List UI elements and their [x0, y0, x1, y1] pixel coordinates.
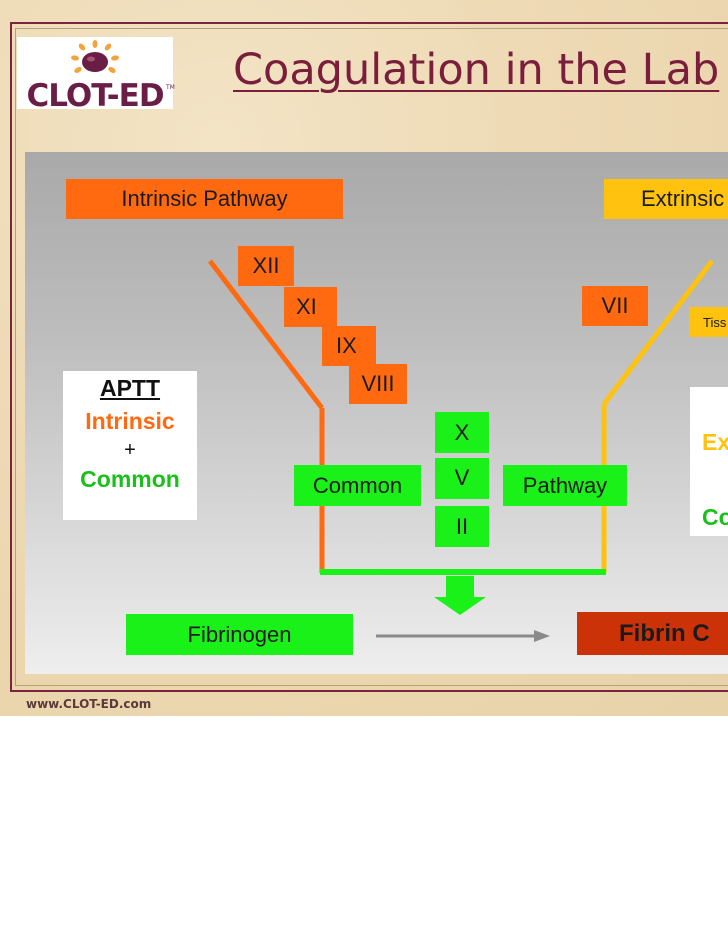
factor-viii: VIII [349, 364, 407, 404]
factor-vii: VII [582, 286, 648, 326]
fibrinogen-box: Fibrinogen [126, 614, 353, 655]
pt-box: Ex Co [690, 387, 728, 536]
intrinsic-funnel-line [208, 259, 324, 410]
factor-ii: II [435, 506, 489, 547]
footer-url: www.CLOT-ED.com [26, 697, 152, 711]
fibrin-clot-box: Fibrin C [577, 612, 728, 655]
logo-trademark: TM [166, 84, 175, 91]
aptt-intrinsic: Intrinsic [85, 408, 175, 434]
extrinsic-funnel-line [602, 259, 714, 406]
factor-x: X [435, 412, 489, 453]
slide-inner-frame [15, 28, 728, 686]
aptt-box: APTT Intrinsic + Common [63, 371, 197, 520]
logo-wordmark: CLOT-ED [26, 78, 164, 114]
common-label: Common [294, 465, 421, 506]
clot-ed-logo: CLOT-ED TM [17, 37, 175, 114]
aptt-plus: + [124, 439, 136, 461]
pathway-label: Pathway [503, 465, 627, 506]
sun-logo-icon [71, 40, 119, 73]
page-title: Coagulation in the Lab [233, 45, 720, 95]
conversion-arrowhead-icon [534, 630, 550, 642]
factor-v: V [435, 458, 489, 499]
down-arrow-icon [434, 576, 486, 615]
pt-common: Co [702, 504, 728, 530]
factor-xii: XII [238, 246, 294, 286]
extrinsic-pathway-label: Extrinsic [604, 179, 728, 219]
pt-extrinsic: Ex [702, 429, 728, 455]
pathway-lines [208, 259, 714, 642]
intrinsic-pathway-label: Intrinsic Pathway [66, 179, 343, 219]
slide: CLOT-ED TM Coagulation in the Lab Intrin… [0, 0, 728, 716]
factor-xi: XI [284, 287, 337, 327]
factor-ix: IX [322, 326, 376, 366]
tissue-factor-label: Tiss [703, 314, 727, 330]
aptt-common: Common [80, 466, 180, 492]
slide-frame [10, 22, 728, 692]
tissue-factor-box: Tiss [689, 307, 728, 337]
aptt-title: APTT [99, 375, 161, 401]
